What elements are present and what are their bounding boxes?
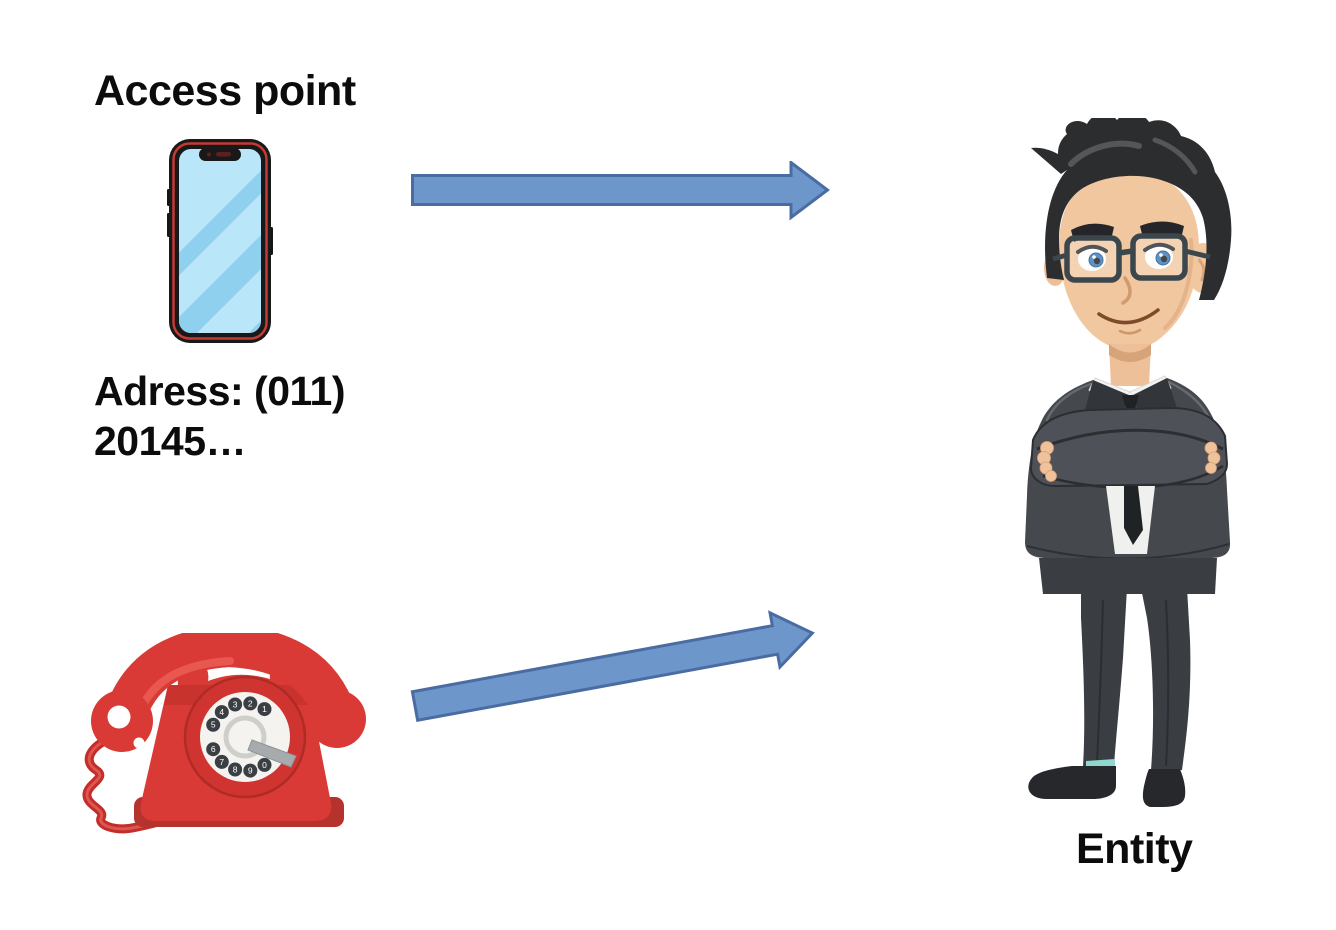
smartphone-icon [167,139,273,343]
tie-knot [1122,395,1139,412]
entity-label: Entity [1076,825,1193,873]
svg-text:1: 1 [262,704,267,714]
phone-camera [207,152,211,157]
telephone-handset [91,633,366,752]
svg-text:7: 7 [219,757,224,767]
svg-text:5: 5 [211,720,216,730]
dial-finger-stop [247,739,297,768]
svg-text:2: 2 [248,698,253,708]
phone-frame-red-accent [172,142,268,340]
access-point-label: Access point [94,67,356,115]
svg-text:3: 3 [233,699,238,709]
svg-text:0: 0 [262,760,267,770]
svg-text:4: 4 [219,707,224,717]
svg-text:9: 9 [248,766,253,776]
svg-text:8: 8 [233,764,238,774]
diagonal-arrow-shape [410,610,815,723]
hand [1037,441,1221,482]
rotary-telephone-icon: 1 2 3 4 5 6 7 8 9 0 [82,633,366,834]
eyes [1076,242,1175,271]
crossed-arms [1029,406,1229,489]
trousers [1039,558,1217,770]
shoes [1028,766,1186,807]
mouth [1097,308,1160,325]
hair [1031,118,1232,300]
face [1059,170,1199,350]
svg-text:6: 6 [211,744,216,754]
arrow-access-point-to-entity [411,161,830,221]
nose [1121,276,1132,305]
right-arrow-shape [411,161,830,221]
businessman-illustration [1025,118,1232,807]
glasses-icon [1052,233,1211,283]
address-line-1: Adress: (011) [94,368,346,414]
address-line-2: 20145… [94,418,247,465]
phone-screen-glare [179,149,261,333]
telephone-dial-digits: 1 2 3 4 5 6 7 8 9 0 [211,698,267,775]
arrow-telephone-to-entity [410,610,815,723]
phone-speaker [216,152,231,157]
tie-lower [1124,486,1143,545]
address-label: Adress: (011) 20145… [94,366,346,466]
telephone-dial: 1 2 3 4 5 6 7 8 9 0 [183,675,307,799]
